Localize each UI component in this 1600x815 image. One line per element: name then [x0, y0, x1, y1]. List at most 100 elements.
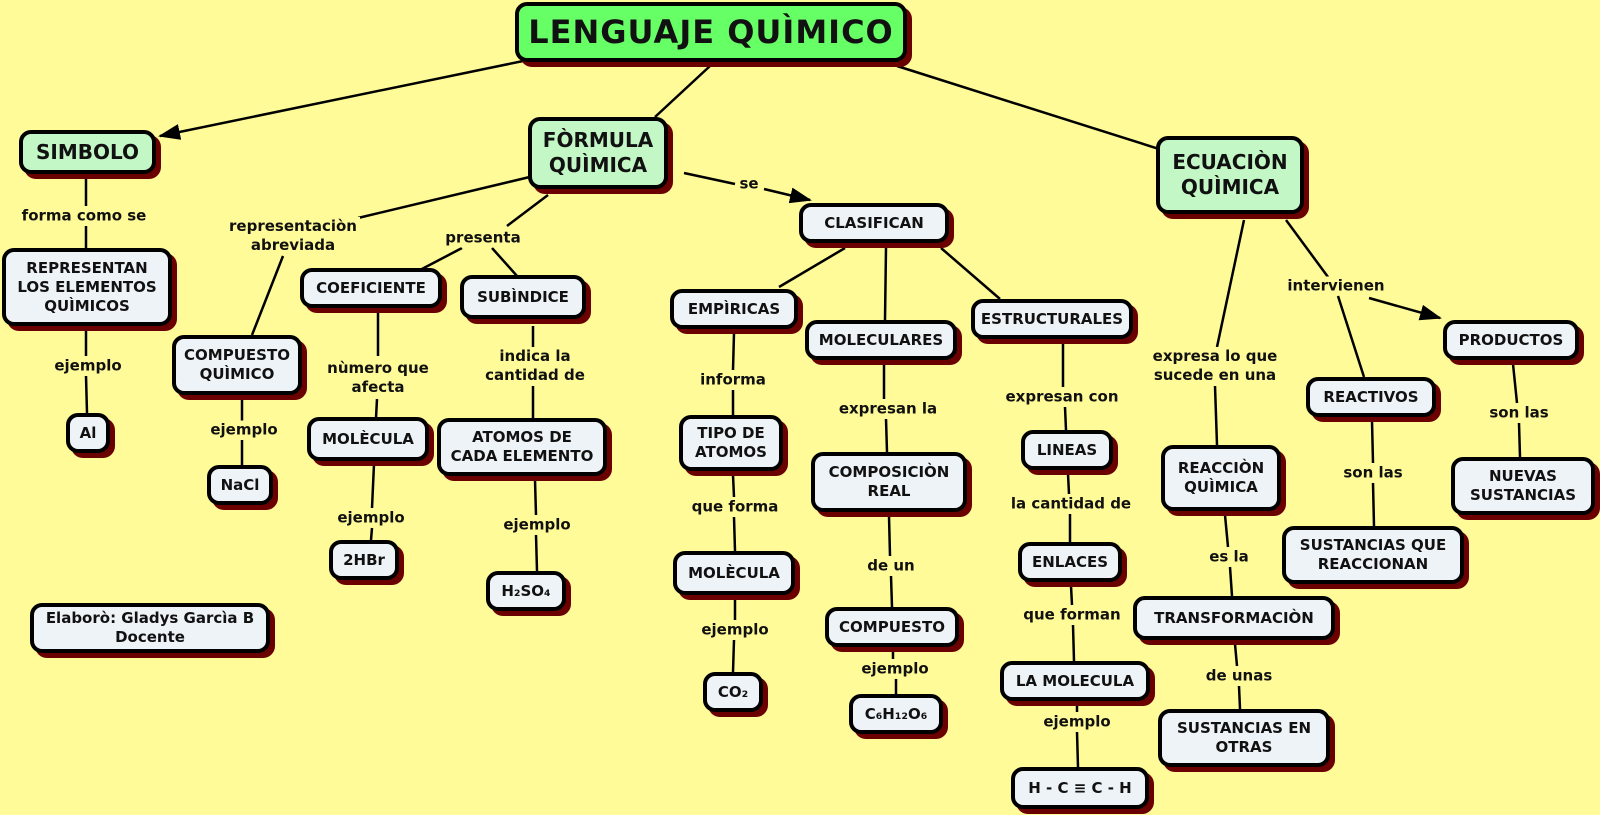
node-c6h12o6[interactable]: C₆H₁₂O₆ — [849, 694, 943, 734]
node-text: TRANSFORMACIÒN — [1154, 608, 1314, 627]
line-connector — [1336, 295, 1366, 378]
node-text: MOLECULARES — [818, 330, 944, 349]
node-text: PRODUCTOS — [1458, 330, 1564, 349]
link-label-expresan-con: expresan con — [1002, 387, 1122, 407]
link-label-es-la: es la — [1206, 547, 1252, 567]
line-connector — [1223, 514, 1230, 548]
node-text: NaCl — [220, 475, 260, 494]
line-connector — [419, 246, 463, 272]
line-connector — [731, 332, 736, 371]
node-moleculares[interactable]: MOLECULARES — [805, 320, 957, 360]
node-compuesto-quimico[interactable]: COMPUESTO QUÌMICO — [172, 335, 302, 395]
node-estructurales[interactable]: ESTRUCTURALES — [971, 299, 1133, 339]
node-sustancias-otras[interactable]: SUSTANCIAS EN OTRAS — [1158, 709, 1330, 767]
node-reaccion[interactable]: REACCIÒN QUÌMICA — [1161, 445, 1281, 511]
node-compuesto2[interactable]: COMPUESTO — [825, 607, 959, 647]
line-connector — [887, 515, 892, 557]
node-text: FÒRMULA QUÌMICA — [542, 128, 654, 177]
node-text: REACTIVOS — [1323, 387, 1419, 406]
node-atomos-cada[interactable]: ATOMOS DE CADA ELEMENTO — [437, 418, 607, 476]
node-nuevas[interactable]: NUEVAS SUSTANCIAS — [1451, 457, 1595, 515]
node-text: EMPÌRICAS — [687, 299, 781, 318]
title-node[interactable]: LENGUAJE QUÌMICO — [515, 2, 907, 62]
node-subindice[interactable]: SUBÌNDICE — [460, 275, 586, 319]
arrow-connector — [1368, 296, 1442, 321]
node-sustancias-reaccionan[interactable]: SUSTANCIAS QUE REACCIONAN — [1282, 526, 1464, 584]
line-connector — [1517, 422, 1522, 458]
line-connector — [1233, 643, 1239, 667]
link-label-expresan-la: expresan la — [835, 399, 941, 419]
node-text: COMPUESTO QUÌMICO — [184, 346, 290, 383]
title-text: LENGUAJE QUÌMICO — [528, 13, 894, 51]
node-text: LINEAS — [1036, 440, 1098, 459]
line-connector — [683, 171, 736, 186]
node-simbolo[interactable]: SIMBOLO — [19, 130, 156, 174]
node-text: NUEVAS SUSTANCIAS — [1469, 467, 1577, 504]
node-text: ENLACES — [1031, 552, 1109, 571]
line-connector — [1511, 363, 1519, 404]
node-formula[interactable]: FÒRMULA QUÌMICA — [528, 117, 668, 189]
line-connector — [1071, 624, 1076, 662]
line-connector — [732, 516, 737, 552]
node-molecula2[interactable]: MOLÈCULA — [673, 551, 795, 595]
arrow-connector — [158, 58, 529, 140]
node-text: REPRESENTAN LOS ELEMENTOS QUÌMICOS — [17, 258, 157, 315]
line-connector — [1228, 566, 1234, 597]
node-representan[interactable]: REPRESENTAN LOS ELEMENTOS QUÌMICOS — [2, 248, 172, 326]
link-label-que-forman: que forman — [1020, 605, 1124, 625]
node-empiricas[interactable]: EMPÌRICAS — [670, 289, 798, 329]
node-reactivos[interactable]: REACTIVOS — [1306, 377, 1436, 417]
node-text: SUBÌNDICE — [477, 287, 569, 306]
node-text: SUSTANCIAS EN OTRAS — [1176, 719, 1312, 756]
node-composicion[interactable]: COMPOSICIÒN REAL — [811, 452, 967, 512]
line-connector — [889, 575, 894, 608]
node-nacl[interactable]: NaCl — [207, 465, 273, 505]
link-label-de-un: de un — [864, 556, 918, 576]
node-lineas[interactable]: LINEAS — [1021, 430, 1113, 470]
node-text: ESTRUCTURALES — [980, 309, 1124, 328]
link-label-la-cantidad-de: la cantidad de — [1007, 494, 1135, 514]
node-clasifican[interactable]: CLASIFICAN — [799, 203, 949, 243]
link-label-forma-como-se: forma como se — [18, 206, 150, 226]
link-label-son-las-prod: son las — [1486, 403, 1552, 423]
line-connector — [731, 474, 736, 498]
line-connector — [884, 418, 889, 453]
link-label-ejemplo-hcch: ejemplo — [1040, 712, 1114, 732]
node-text: MOLÈCULA — [688, 563, 780, 582]
line-connector — [369, 527, 374, 541]
line-connector — [1063, 406, 1068, 431]
node-text: SIMBOLO — [35, 139, 140, 164]
link-label-ejemplo-2hbr: ejemplo — [334, 508, 408, 528]
link-label-se: se — [736, 174, 762, 194]
link-label-numero-afecta: nùmero que afecta — [324, 359, 432, 397]
line-connector — [533, 479, 538, 516]
node-text: COMPUESTO — [839, 617, 945, 636]
node-text: REACCIÒN QUÌMICA — [1177, 459, 1265, 496]
node-al[interactable]: Al — [66, 413, 110, 453]
link-label-ejemplo-h2so4: ejemplo — [500, 515, 574, 535]
node-ecuacion[interactable]: ECUACIÒN QUÌMICA — [1156, 136, 1304, 214]
line-connector — [731, 639, 736, 673]
link-label-indica-cantidad: indica la cantidad de — [482, 347, 588, 385]
node-enlaces[interactable]: ENLACES — [1018, 542, 1122, 582]
node-co2[interactable]: CO₂ — [703, 672, 763, 712]
link-label-repr-abreviada: representaciòn abreviada — [226, 217, 360, 255]
node-text: Elaborò: Gladys Garcìa B Docente — [45, 609, 255, 646]
line-connector — [1215, 219, 1246, 348]
node-coeficiente[interactable]: COEFICIENTE — [300, 268, 442, 308]
node-tipo-atomos[interactable]: TIPO DE ATOMOS — [679, 415, 783, 471]
link-label-ejemplo-nacl: ejemplo — [207, 420, 281, 440]
node-hcch[interactable]: H - C ≡ C - H — [1011, 767, 1149, 809]
line-connector — [370, 463, 376, 509]
node-2hbr[interactable]: 2HBr — [329, 540, 399, 580]
node-transformacion[interactable]: TRANSFORMACIÒN — [1133, 596, 1335, 640]
line-connector — [1371, 482, 1376, 527]
node-text: SUSTANCIAS QUE REACCIONAN — [1299, 536, 1447, 573]
node-molecula1[interactable]: MOLÈCULA — [307, 417, 429, 461]
node-productos[interactable]: PRODUCTOS — [1443, 320, 1579, 360]
node-la-molecula[interactable]: LA MOLECULA — [1000, 661, 1150, 701]
line-connector — [896, 64, 1179, 157]
node-text: C₆H₁₂O₆ — [864, 704, 928, 723]
node-h2so4[interactable]: H₂SO₄ — [486, 571, 566, 611]
node-elaboro[interactable]: Elaborò: Gladys Garcìa B Docente — [30, 603, 270, 653]
